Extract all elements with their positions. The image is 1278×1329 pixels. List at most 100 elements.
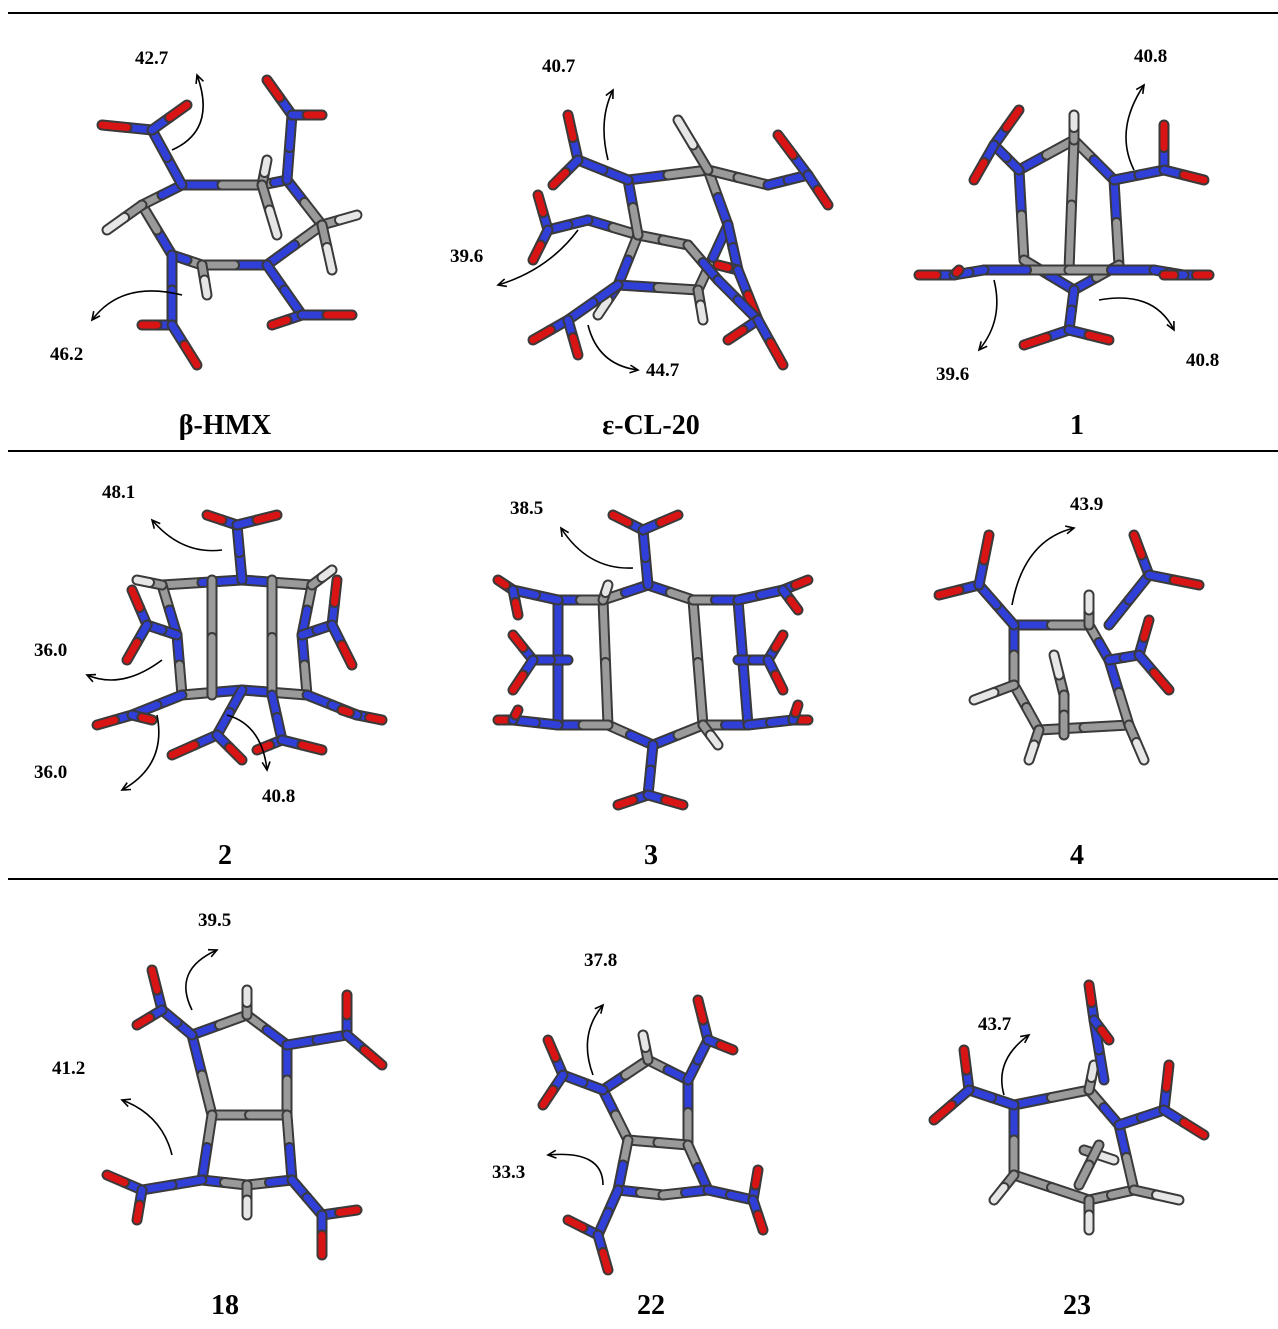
bond [1083, 619, 1115, 666]
arrow-head [560, 526, 570, 538]
panel-label: β-HMX [178, 410, 272, 441]
rotation-arrow [1011, 527, 1075, 606]
bond [281, 174, 328, 231]
rotation-arrow [171, 74, 204, 151]
bond [637, 1029, 654, 1066]
angle-label: 36.0 [34, 640, 68, 661]
bond [256, 179, 283, 241]
molecule-compound-3 [492, 509, 814, 811]
panel-label: 2 [218, 840, 232, 871]
bond [612, 279, 704, 296]
n-o-bond [562, 109, 584, 166]
n-o-bond [166, 319, 203, 371]
bond [632, 229, 694, 251]
bond [597, 594, 614, 731]
rotation-arrow [121, 1099, 173, 1156]
bond [1083, 1084, 1125, 1131]
bond [642, 1054, 694, 1086]
n-o-bond [1158, 1104, 1210, 1141]
bond [1013, 134, 1080, 176]
angle-label: 46.2 [50, 344, 84, 365]
panel-compound-2: 48.1 36.0 36.0 40.8 2 [12, 460, 438, 878]
n-o-bond [933, 579, 985, 601]
arrow-head [261, 761, 271, 772]
bond [697, 719, 724, 751]
n-n-bond [702, 1184, 759, 1206]
molecule-compound-4 [933, 525, 1205, 766]
panel-label: ε-CL-20 [602, 410, 700, 441]
n-n-bond [281, 1029, 353, 1051]
panel-compound-3: 38.5 3 [438, 460, 864, 878]
bond [1108, 174, 1125, 271]
bond [186, 1009, 253, 1041]
bond [241, 1174, 298, 1191]
arrow-head [977, 341, 988, 352]
angle-label: 40.7 [542, 56, 576, 77]
n-o-bond [1018, 324, 1075, 351]
n-o-bond [507, 704, 524, 726]
angle-label: 37.8 [584, 950, 618, 971]
bond [597, 579, 614, 606]
n-o-bond [527, 224, 554, 266]
n-n-bond [762, 169, 814, 191]
molecule-compound-22 [537, 994, 769, 1276]
n-o-bond [166, 729, 223, 761]
n-o-bond [1088, 1014, 1115, 1046]
n-o-bond [762, 654, 789, 696]
bond [597, 1084, 634, 1146]
n-n-bond [286, 1174, 328, 1221]
top-rule [8, 12, 1278, 14]
panel-epsilon-cl20: 40.7 39.6 44.7 ε-CL-20 [438, 20, 864, 450]
bond [612, 1134, 634, 1196]
n-n-bond [156, 1004, 198, 1041]
arrow-head [594, 1003, 605, 1014]
bond [1023, 724, 1045, 766]
n-o-bond [787, 699, 804, 726]
n-o-bond [1063, 324, 1115, 346]
rotation-arrow [560, 527, 634, 569]
n-o-bond [507, 654, 539, 696]
n-n-bond [742, 714, 799, 731]
panel-label: 3 [644, 840, 658, 871]
rotation-arrow [497, 229, 579, 286]
rotation-arrow [185, 949, 218, 1011]
n-o-bond [637, 509, 684, 536]
n-o-bond [1158, 164, 1210, 186]
n-o-bond [802, 169, 834, 211]
arrow-head [496, 278, 508, 288]
bond [642, 579, 699, 606]
n-n-bond [973, 579, 1020, 631]
bond [306, 564, 338, 591]
bond [1073, 1139, 1105, 1191]
arrow-head [120, 1098, 132, 1108]
angle-label: 36.0 [34, 762, 68, 783]
n-n-bond [682, 1034, 714, 1086]
n-n-bond [136, 1174, 208, 1196]
rotation-arrow [91, 290, 183, 321]
n-o-bond [958, 1044, 975, 1096]
n-n-bond [732, 584, 789, 606]
n-o-bond [547, 154, 584, 191]
panel-compound-23: 43.7 23 [864, 890, 1278, 1329]
bond [622, 164, 714, 186]
bond [672, 114, 714, 176]
n-o-bond [752, 314, 789, 371]
n-o-bond [126, 584, 153, 631]
angle-label: 40.8 [1186, 350, 1220, 371]
rotation-arrow [587, 324, 639, 371]
n-o-bond [326, 574, 343, 631]
bond [1083, 1059, 1100, 1096]
panel-label: 4 [1070, 840, 1084, 871]
n-n-bond [1108, 164, 1170, 186]
panel-label: 22 [637, 1290, 665, 1321]
arrow-head [1065, 525, 1076, 535]
angle-label: 48.1 [102, 482, 136, 503]
bond [101, 199, 148, 236]
bond [1128, 1184, 1185, 1206]
rotation-arrow [978, 279, 998, 351]
rotation-arrow [226, 714, 268, 771]
n-o-bond [121, 619, 153, 666]
rotation-arrow [86, 659, 163, 681]
n-o-bond [562, 314, 584, 361]
bond [657, 1184, 714, 1201]
